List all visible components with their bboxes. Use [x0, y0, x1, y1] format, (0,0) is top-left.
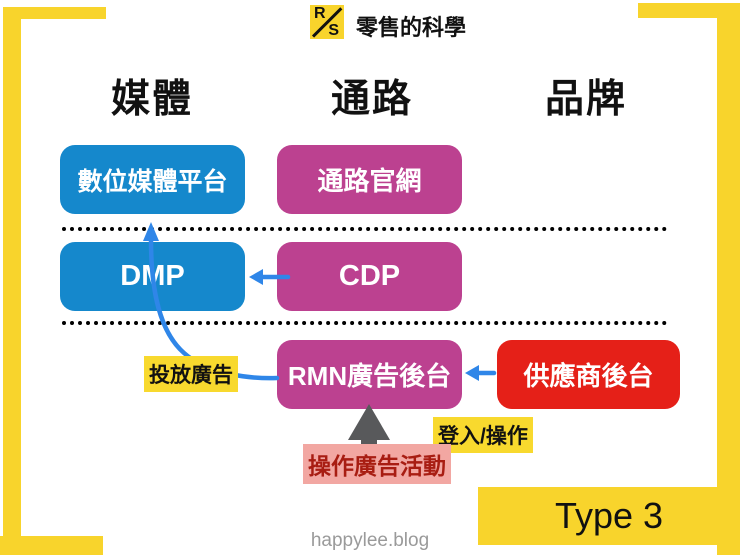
dotted-divider-bottom: [62, 321, 667, 325]
node-dmp: DMP: [60, 242, 245, 311]
node-label: 供應商後台: [523, 361, 654, 391]
node-supplier-backend: 供應商後台: [497, 340, 680, 409]
supplier-to-rmn-arrow: [465, 365, 497, 381]
type-badge: Type 3: [478, 487, 740, 545]
node-label: RMN廣告後台: [287, 361, 452, 391]
type-badge-label: Type 3: [554, 495, 664, 536]
dotted-divider-top: [62, 227, 667, 231]
node-rmn-ad-backend: RMN廣告後台: [277, 340, 462, 409]
node-label: CDP: [338, 260, 401, 292]
column-header-channel: 通路: [330, 78, 413, 121]
column-header-media: 媒體: [110, 78, 193, 121]
node-label: 通路官網: [317, 166, 422, 196]
frame-right-bar: [717, 3, 740, 555]
frame-left-bar: [3, 7, 21, 555]
brand-name: 零售的科學: [356, 15, 467, 40]
column-header-brand: 品牌: [544, 78, 627, 121]
node-channel-website: 通路官網: [277, 145, 462, 214]
frame-top-right-bar: [638, 3, 740, 18]
node-digital-media-platform: 數位媒體平台: [60, 145, 245, 214]
frame-top-left-bar: [7, 7, 106, 19]
site-credit: happylee.blog: [310, 530, 430, 551]
annotation-place-ads: 投放廣告: [144, 356, 238, 392]
frame-bottom-left-bar: [0, 536, 103, 555]
node-label: DMP: [120, 260, 185, 292]
node-label: 數位媒體平台: [77, 167, 228, 196]
logo-letter-s: S: [328, 22, 339, 39]
node-cdp: CDP: [277, 242, 462, 311]
rs-logo-icon: R S: [310, 5, 344, 39]
annotation-operate-ad-campaign: 操作廣告活動: [303, 444, 451, 484]
logo-letter-r: R: [314, 5, 326, 22]
